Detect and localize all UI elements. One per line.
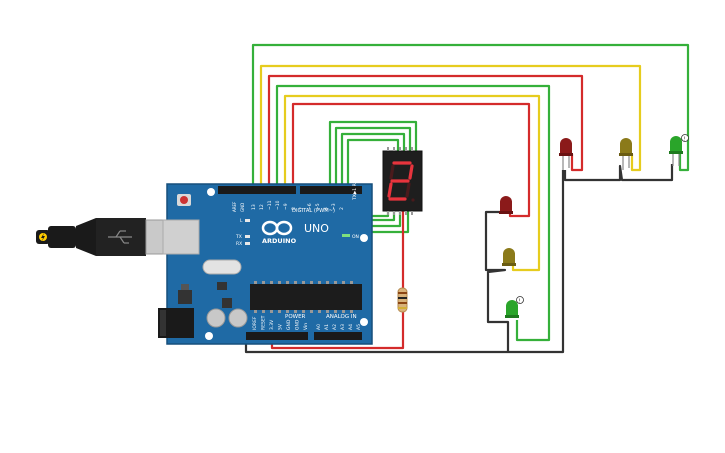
svg-text:!: ! [684, 136, 686, 142]
pin-label: 13 [251, 204, 257, 210]
reset-button-cap[interactable] [180, 196, 188, 204]
rx-label: RX [236, 241, 242, 247]
mount-hole [207, 188, 215, 196]
pin-label: 4 [323, 207, 329, 210]
icsp-header [222, 298, 232, 308]
pin-label: 5V [278, 323, 284, 330]
pin-label: 12 [259, 204, 265, 210]
pin-label: ~5 [315, 203, 321, 210]
aref-label: AREF [232, 201, 237, 212]
pin-label: A4 [348, 324, 354, 330]
txrx-label: TX▶1 RX◀0 [352, 174, 358, 201]
pin-label: A5 [356, 324, 362, 330]
digital-label: DIGITAL (PWM~) [292, 208, 335, 214]
svg-text:!: ! [519, 298, 521, 304]
pin-label: ~9 [283, 203, 289, 210]
arduino-logo-icon [261, 220, 293, 236]
digit-segments [387, 161, 415, 202]
resistor[interactable] [397, 287, 408, 313]
usb-port [162, 219, 200, 255]
tx-label: TX [235, 234, 242, 240]
warning-icon[interactable] [681, 134, 689, 142]
on-label: ON [352, 234, 359, 240]
atmega-chip [250, 284, 362, 310]
l-led [245, 219, 250, 222]
l-label: L [240, 218, 243, 224]
usb-icon [108, 230, 132, 244]
segment-e [387, 182, 393, 198]
pin-label: ~11 [267, 200, 273, 210]
segment-f [389, 164, 395, 180]
mount-hole [360, 234, 368, 242]
power-header [246, 332, 308, 340]
power-label: POWER [285, 314, 306, 320]
segment-b [408, 164, 414, 180]
analog-header [314, 332, 362, 340]
seven-segment-display[interactable] [382, 147, 423, 215]
pin-label: 3.3V [269, 319, 275, 330]
pin-label: 8 [291, 207, 297, 210]
pin-label: 2 [339, 207, 345, 210]
wire-green-side-green-led[interactable] [275, 84, 551, 342]
capacitor [228, 308, 248, 328]
crystal [202, 259, 242, 275]
voltage-regulator [178, 290, 192, 304]
led-top-green[interactable]: ! [669, 134, 689, 167]
pin-label: Vin [303, 323, 309, 330]
wire-red-top-red-led[interactable] [267, 74, 584, 192]
digital-header-left [218, 186, 296, 194]
led-side-red[interactable] [499, 196, 513, 214]
pin-label: GND [295, 319, 301, 330]
led-top-red[interactable] [559, 138, 573, 170]
pin-label: RESET [261, 315, 267, 330]
pin-label: A2 [332, 324, 338, 330]
model-text: UNO [304, 222, 329, 235]
led-side-green[interactable]: ! [505, 296, 524, 319]
segment-c [405, 182, 411, 198]
led-top-yellow[interactable] [619, 138, 633, 170]
logo-symbols [267, 225, 287, 231]
gnd-label: GND [240, 203, 245, 212]
wire-yellow-top-yellow-led[interactable] [259, 64, 642, 192]
pin-label: A3 [340, 324, 346, 330]
pin-label: GND [286, 319, 292, 330]
pin-label: ~10 [275, 200, 281, 210]
analog-label: ANALOG IN [326, 314, 357, 320]
pin-label: A1 [324, 324, 330, 330]
segment-dp [411, 198, 415, 202]
led-side-yellow[interactable] [502, 248, 516, 266]
wire-gnd-top-leds[interactable] [563, 164, 674, 182]
bolt-icon [39, 233, 47, 241]
usb-chip [217, 282, 227, 290]
wire-red-side-red-led[interactable] [291, 102, 531, 218]
tx-led [245, 235, 250, 238]
pin-label: 7 [299, 207, 305, 210]
warning-icon[interactable] [516, 296, 524, 304]
pin-label: ~6 [307, 203, 313, 210]
wire-yellow-side-yellow-led[interactable] [283, 94, 541, 272]
wire-green-top-green-led[interactable] [251, 43, 690, 192]
on-led [342, 234, 350, 237]
rx-led [245, 242, 250, 245]
pin-label: ~3 [331, 203, 337, 210]
digital-header-right [300, 186, 362, 194]
arduino-board[interactable]: ARDUINO UNO DIGITAL (PWM~) TX▶1 RX◀0 POW… [158, 174, 373, 345]
mount-hole [360, 318, 368, 326]
usb-cable[interactable] [36, 218, 171, 256]
chip-pins [254, 281, 353, 313]
display-pins-top [387, 147, 413, 215]
mount-hole [205, 332, 213, 340]
pin-label: IOREF [252, 316, 258, 330]
pin-label: A0 [316, 324, 322, 330]
capacitor [206, 308, 226, 328]
logo-text: ARDUINO [262, 237, 297, 245]
wire-gnd-side-leds[interactable] [484, 210, 510, 352]
